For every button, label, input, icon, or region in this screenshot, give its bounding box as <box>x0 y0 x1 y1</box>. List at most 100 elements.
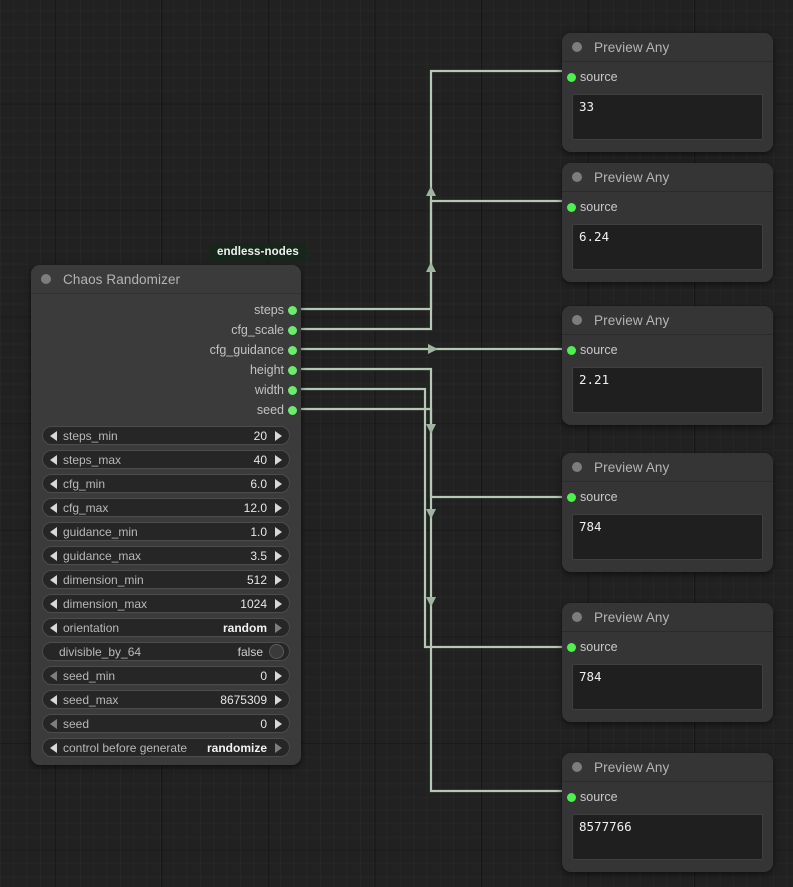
widget-divisible-by-64[interactable]: divisible_by_64 false <box>42 642 290 661</box>
collapse-dot-icon[interactable] <box>572 42 582 52</box>
node-preview-any-5[interactable]: Preview Any source 784 <box>562 603 773 722</box>
output-dot-icon[interactable] <box>288 305 297 315</box>
increment-arrow-icon[interactable] <box>275 718 282 729</box>
decrement-arrow-icon[interactable] <box>50 670 57 681</box>
collapse-dot-icon[interactable] <box>572 315 582 325</box>
widget-steps-max[interactable]: steps_max 40 <box>42 450 290 469</box>
increment-arrow-icon[interactable] <box>275 694 282 705</box>
decrement-arrow-icon[interactable] <box>50 574 57 585</box>
next-option-arrow-icon[interactable] <box>275 622 282 633</box>
input-slot-source[interactable]: source <box>562 335 773 365</box>
increment-arrow-icon[interactable] <box>275 574 282 585</box>
increment-arrow-icon[interactable] <box>275 526 282 537</box>
output-slot-cfg-scale[interactable]: cfg_scale <box>31 320 301 340</box>
decrement-arrow-icon[interactable] <box>50 718 57 729</box>
next-option-arrow-icon[interactable] <box>275 742 282 753</box>
widget-seed-min[interactable]: seed_min 0 <box>42 666 290 685</box>
collapse-dot-icon[interactable] <box>572 172 582 182</box>
decrement-arrow-icon[interactable] <box>50 430 57 441</box>
widget-value[interactable]: 512 <box>246 572 267 587</box>
node-header-chaos-randomizer[interactable]: Chaos Randomizer <box>31 265 301 294</box>
collapse-dot-icon[interactable] <box>572 762 582 772</box>
node-preview-any-6[interactable]: Preview Any source 8577766 <box>562 753 773 872</box>
increment-arrow-icon[interactable] <box>275 430 282 441</box>
input-dot-icon[interactable] <box>567 492 576 502</box>
widget-value[interactable]: random <box>222 620 267 635</box>
widget-guidance-max[interactable]: guidance_max 3.5 <box>42 546 290 565</box>
increment-arrow-icon[interactable] <box>275 670 282 681</box>
input-dot-icon[interactable] <box>567 792 576 802</box>
output-slot-steps[interactable]: steps <box>31 300 301 320</box>
widget-value[interactable]: randomize <box>206 740 267 755</box>
input-slot-source[interactable]: source <box>562 482 773 512</box>
increment-arrow-icon[interactable] <box>275 550 282 561</box>
widget-orientation[interactable]: orientation random <box>42 618 290 637</box>
widget-control-before-generate[interactable]: control before generate randomize <box>42 738 290 757</box>
input-dot-icon[interactable] <box>567 642 576 652</box>
previous-option-arrow-icon[interactable] <box>50 622 57 633</box>
output-dot-icon[interactable] <box>288 385 297 395</box>
widget-dimension-min[interactable]: dimension_min 512 <box>42 570 290 589</box>
widget-value[interactable]: 12.0 <box>243 500 267 515</box>
input-dot-icon[interactable] <box>567 72 576 82</box>
previous-option-arrow-icon[interactable] <box>50 742 57 753</box>
widget-cfg-max[interactable]: cfg_max 12.0 <box>42 498 290 517</box>
input-slot-source[interactable]: source <box>562 62 773 92</box>
decrement-arrow-icon[interactable] <box>50 502 57 513</box>
widget-value[interactable]: 20 <box>253 428 267 443</box>
input-dot-icon[interactable] <box>567 202 576 212</box>
output-slot-height[interactable]: height <box>31 360 301 380</box>
decrement-arrow-icon[interactable] <box>50 694 57 705</box>
node-preview-any-2[interactable]: Preview Any source 6.24 <box>562 163 773 282</box>
output-dot-icon[interactable] <box>288 345 297 355</box>
node-preview-any-1[interactable]: Preview Any source 33 <box>562 33 773 152</box>
node-preview-any-3[interactable]: Preview Any source 2.21 <box>562 306 773 425</box>
increment-arrow-icon[interactable] <box>275 598 282 609</box>
widget-cfg-min[interactable]: cfg_min 6.0 <box>42 474 290 493</box>
widget-value[interactable]: 3.5 <box>250 548 267 563</box>
increment-arrow-icon[interactable] <box>275 478 282 489</box>
widget-seed[interactable]: seed 0 <box>42 714 290 733</box>
node-header-preview-any[interactable]: Preview Any <box>562 33 773 62</box>
decrement-arrow-icon[interactable] <box>50 478 57 489</box>
decrement-arrow-icon[interactable] <box>50 454 57 465</box>
decrement-arrow-icon[interactable] <box>50 598 57 609</box>
input-slot-source[interactable]: source <box>562 192 773 222</box>
collapse-dot-icon[interactable] <box>41 274 51 284</box>
output-dot-icon[interactable] <box>288 405 297 415</box>
widget-guidance-min[interactable]: guidance_min 1.0 <box>42 522 290 541</box>
widget-value[interactable]: 0 <box>260 668 267 683</box>
toggle-switch[interactable] <box>269 644 284 659</box>
widget-steps-min[interactable]: steps_min 20 <box>42 426 290 445</box>
decrement-arrow-icon[interactable] <box>50 526 57 537</box>
widget-value[interactable]: 1024 <box>240 596 267 611</box>
node-header-preview-any[interactable]: Preview Any <box>562 603 773 632</box>
node-chaos-randomizer[interactable]: Chaos Randomizer steps cfg_scale cfg_gui… <box>31 265 301 765</box>
output-slot-seed[interactable]: seed <box>31 400 301 420</box>
output-dot-icon[interactable] <box>288 325 297 335</box>
widget-value[interactable]: 0 <box>260 716 267 731</box>
input-slot-source[interactable]: source <box>562 782 773 812</box>
input-slot-source[interactable]: source <box>562 632 773 662</box>
widget-value[interactable]: 6.0 <box>250 476 267 491</box>
collapse-dot-icon[interactable] <box>572 462 582 472</box>
collapse-dot-icon[interactable] <box>572 612 582 622</box>
increment-arrow-icon[interactable] <box>275 502 282 513</box>
output-dot-icon[interactable] <box>288 365 297 375</box>
output-slot-width[interactable]: width <box>31 380 301 400</box>
node-header-preview-any[interactable]: Preview Any <box>562 453 773 482</box>
node-header-preview-any[interactable]: Preview Any <box>562 163 773 192</box>
widget-dimension-max[interactable]: dimension_max 1024 <box>42 594 290 613</box>
widget-value[interactable]: 8675309 <box>220 692 267 707</box>
widget-value[interactable]: 1.0 <box>250 524 267 539</box>
node-header-preview-any[interactable]: Preview Any <box>562 753 773 782</box>
decrement-arrow-icon[interactable] <box>50 550 57 561</box>
increment-arrow-icon[interactable] <box>275 454 282 465</box>
node-preview-any-4[interactable]: Preview Any source 784 <box>562 453 773 572</box>
node-header-preview-any[interactable]: Preview Any <box>562 306 773 335</box>
input-dot-icon[interactable] <box>567 345 576 355</box>
widget-value[interactable]: 40 <box>253 452 267 467</box>
widget-seed-max[interactable]: seed_max 8675309 <box>42 690 290 709</box>
output-slot-cfg-guidance[interactable]: cfg_guidance <box>31 340 301 360</box>
